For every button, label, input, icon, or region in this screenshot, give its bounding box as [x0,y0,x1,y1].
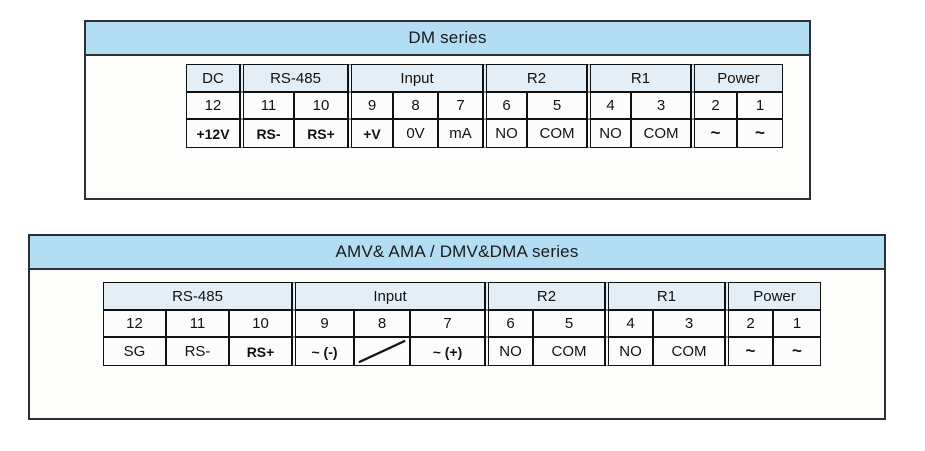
terminal-number-6: 6 [483,92,527,119]
terminal-table-amv: RS-485 Input R2 R1 Power 12 11 10 9 8 7 … [103,282,821,366]
terminal-number-2: 2 [691,92,737,119]
terminal-8-unused-slash-icon [354,337,410,366]
terminal-number-11: 11 [240,92,294,119]
signal-label-1: ~ [737,119,783,148]
terminal-number-9: 9 [348,92,393,119]
signal-label-10: RS+ [229,337,292,366]
signal-label-5: COM [533,337,605,366]
signal-label-8: 0V [393,119,438,148]
signal-label-7: mA [438,119,483,148]
ac-tilde-icon: ~ [745,341,756,360]
group-header-r1: R1 [605,282,725,310]
terminal-table-dm: DC RS-485 Input R2 R1 Power 12 11 10 9 8… [186,64,783,148]
terminal-number-3: 3 [631,92,691,119]
terminal-number-12: 12 [103,310,166,337]
table-row-signal-labels: +12V RS- RS+ +V 0V mA NO COM NO COM ~ ~ [186,119,783,148]
group-header-input: Input [292,282,485,310]
terminal-number-10: 10 [294,92,348,119]
table-row-terminal-numbers: 12 11 10 9 8 7 6 5 4 3 2 1 [103,310,821,337]
terminal-number-8: 8 [393,92,438,119]
group-header-power: Power [691,64,783,92]
terminal-number-4: 4 [587,92,631,119]
terminal-number-5: 5 [533,310,605,337]
terminal-number-12: 12 [186,92,240,119]
panel-body-dm: DC RS-485 Input R2 R1 Power 12 11 10 9 8… [86,56,809,198]
signal-label-3: COM [653,337,725,366]
panel-title-amv: AMV& AMA / DMV&DMA series [30,236,884,270]
ac-tilde-icon: ~ [710,123,721,142]
terminal-number-7: 7 [438,92,483,119]
terminal-number-11: 11 [166,310,229,337]
signal-label-3: COM [631,119,691,148]
group-header-r1: R1 [587,64,691,92]
signal-label-6: NO [485,337,533,366]
signal-label-7: ~ (+) [410,337,485,366]
terminal-number-8: 8 [354,310,410,337]
signal-label-10: RS+ [294,119,348,148]
signal-label-12: SG [103,337,166,366]
terminal-number-4: 4 [605,310,653,337]
group-header-r2: R2 [483,64,587,92]
signal-label-12: +12V [186,119,240,148]
signal-label-1: ~ [773,337,821,366]
signal-label-9: +V [348,119,393,148]
terminal-number-1: 1 [773,310,821,337]
ac-tilde-icon: ~ [755,123,765,142]
terminal-number-2: 2 [725,310,773,337]
group-header-r2: R2 [485,282,605,310]
signal-label-5: COM [527,119,587,148]
terminal-number-3: 3 [653,310,725,337]
terminal-number-10: 10 [229,310,292,337]
panel-title-dm: DM series [86,22,809,56]
table-row-group-headers: DC RS-485 Input R2 R1 Power [186,64,783,92]
terminal-number-7: 7 [410,310,485,337]
panel-body-amv: RS-485 Input R2 R1 Power 12 11 10 9 8 7 … [30,270,884,418]
panel-dm-series: DM series DC RS-485 Input R2 R1 Power 12… [84,20,811,200]
signal-label-4: NO [605,337,653,366]
signal-label-9: ~ (-) [292,337,354,366]
panel-amv-ama-dmv-dma-series: AMV& AMA / DMV&DMA series RS-485 Input R… [28,234,886,420]
table-row-signal-labels: SG RS- RS+ ~ (-) ~ (+) NO COM NO COM ~ ~ [103,337,821,366]
terminal-number-9: 9 [292,310,354,337]
terminal-number-6: 6 [485,310,533,337]
table-row-terminal-numbers: 12 11 10 9 8 7 6 5 4 3 2 1 [186,92,783,119]
signal-label-2: ~ [725,337,773,366]
group-header-power: Power [725,282,821,310]
table-row-group-headers: RS-485 Input R2 R1 Power [103,282,821,310]
group-header-rs485: RS-485 [103,282,292,310]
signal-label-11: RS- [166,337,229,366]
group-header-input: Input [348,64,483,92]
signal-label-2: ~ [691,119,737,148]
signal-label-4: NO [587,119,631,148]
group-header-dc: DC [186,64,240,92]
signal-label-11: RS- [240,119,294,148]
group-header-rs485: RS-485 [240,64,348,92]
terminal-number-1: 1 [737,92,783,119]
signal-label-6: NO [483,119,527,148]
terminal-number-5: 5 [527,92,587,119]
ac-tilde-icon: ~ [792,341,802,360]
